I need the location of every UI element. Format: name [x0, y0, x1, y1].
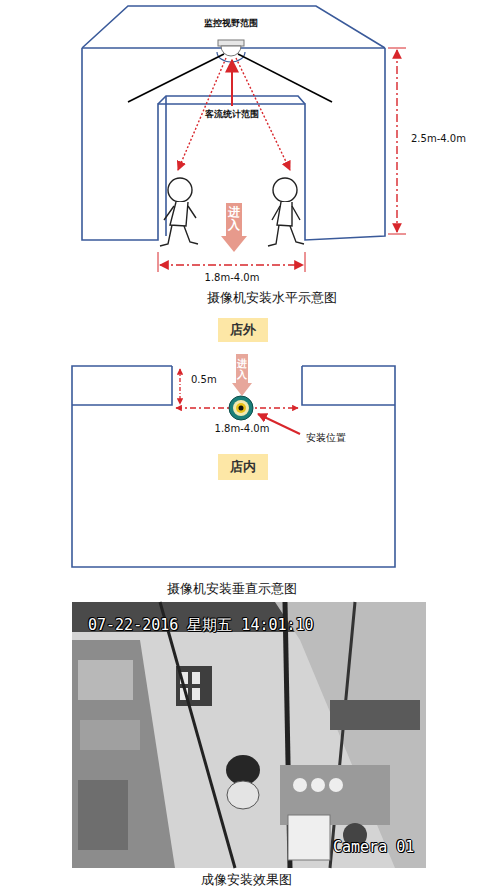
dimension-tick: [388, 234, 406, 235]
ceiling-camera: [217, 40, 245, 62]
label-text: 客流统计范围: [205, 108, 259, 121]
label-text: 0.5m: [190, 374, 218, 385]
view-line: [238, 54, 332, 102]
camera-photo: [72, 602, 426, 868]
dimension-line: [396, 50, 397, 232]
photo-overlay-text: 07-22-2016 星期五 14:01:10: [88, 616, 314, 635]
label-text: 监控视野范围: [204, 17, 258, 30]
label-text: 2.5m-4.0m: [410, 133, 467, 144]
dimension-tick: [388, 48, 406, 49]
person-figure: [268, 178, 304, 246]
label-text: 1.8m-4.0m: [214, 423, 271, 434]
node-text: 进入: [237, 358, 247, 380]
area-band: 店内: [218, 454, 268, 480]
dimension-tick: [158, 252, 159, 272]
area-band: 店外: [218, 318, 268, 342]
label-text: 摄像机安装垂直示意图: [166, 580, 298, 598]
leader-arrow: [231, 60, 233, 106]
dimension-line: [160, 264, 303, 265]
node-text: 进入: [228, 206, 240, 232]
label-text: 1.8m-4.0m: [204, 272, 261, 283]
dimension-tick: [305, 252, 306, 272]
arrow-fill: [232, 354, 252, 396]
photo-overlay-text: Camera 01: [333, 838, 414, 856]
label-text: 成像安装效果图: [200, 871, 293, 889]
store-plan: [72, 366, 395, 567]
person-figure: [160, 178, 198, 246]
label-text: 安装位置: [305, 431, 347, 445]
arrow-fill: [221, 203, 247, 252]
node-text: 店内: [230, 458, 256, 476]
entry-arrow: 进入: [221, 203, 247, 252]
node-text: 店外: [230, 321, 256, 339]
label-text: 摄像机安装水平示意图: [206, 289, 338, 307]
dimension-line: [179, 369, 180, 404]
camera-symbol: [229, 396, 253, 420]
entry-arrow: 进入: [232, 354, 252, 396]
